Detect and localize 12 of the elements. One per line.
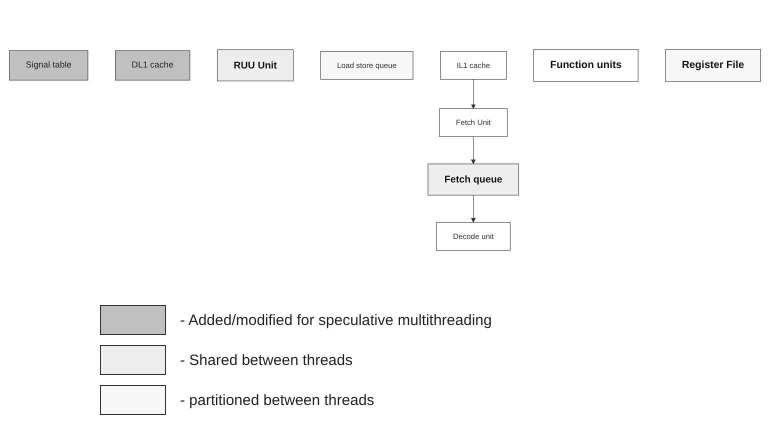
- arrow: [470, 136, 476, 164]
- legend-text: - partitioned between threads: [180, 392, 374, 408]
- arrow: [470, 79, 476, 110]
- legend-text: - Added/modified for speculative multithreading: [180, 312, 492, 328]
- node-box: RUU Unit: [216, 50, 294, 82]
- node-box: DL1 cache: [114, 50, 190, 81]
- arrow: [470, 194, 476, 223]
- node-box: Register File: [664, 49, 760, 82]
- legend-text: - Shared between threads: [180, 352, 353, 368]
- node-box: Fetch queue: [427, 164, 519, 196]
- node-box: Function units: [532, 49, 638, 82]
- node-box: Signal table: [8, 50, 88, 81]
